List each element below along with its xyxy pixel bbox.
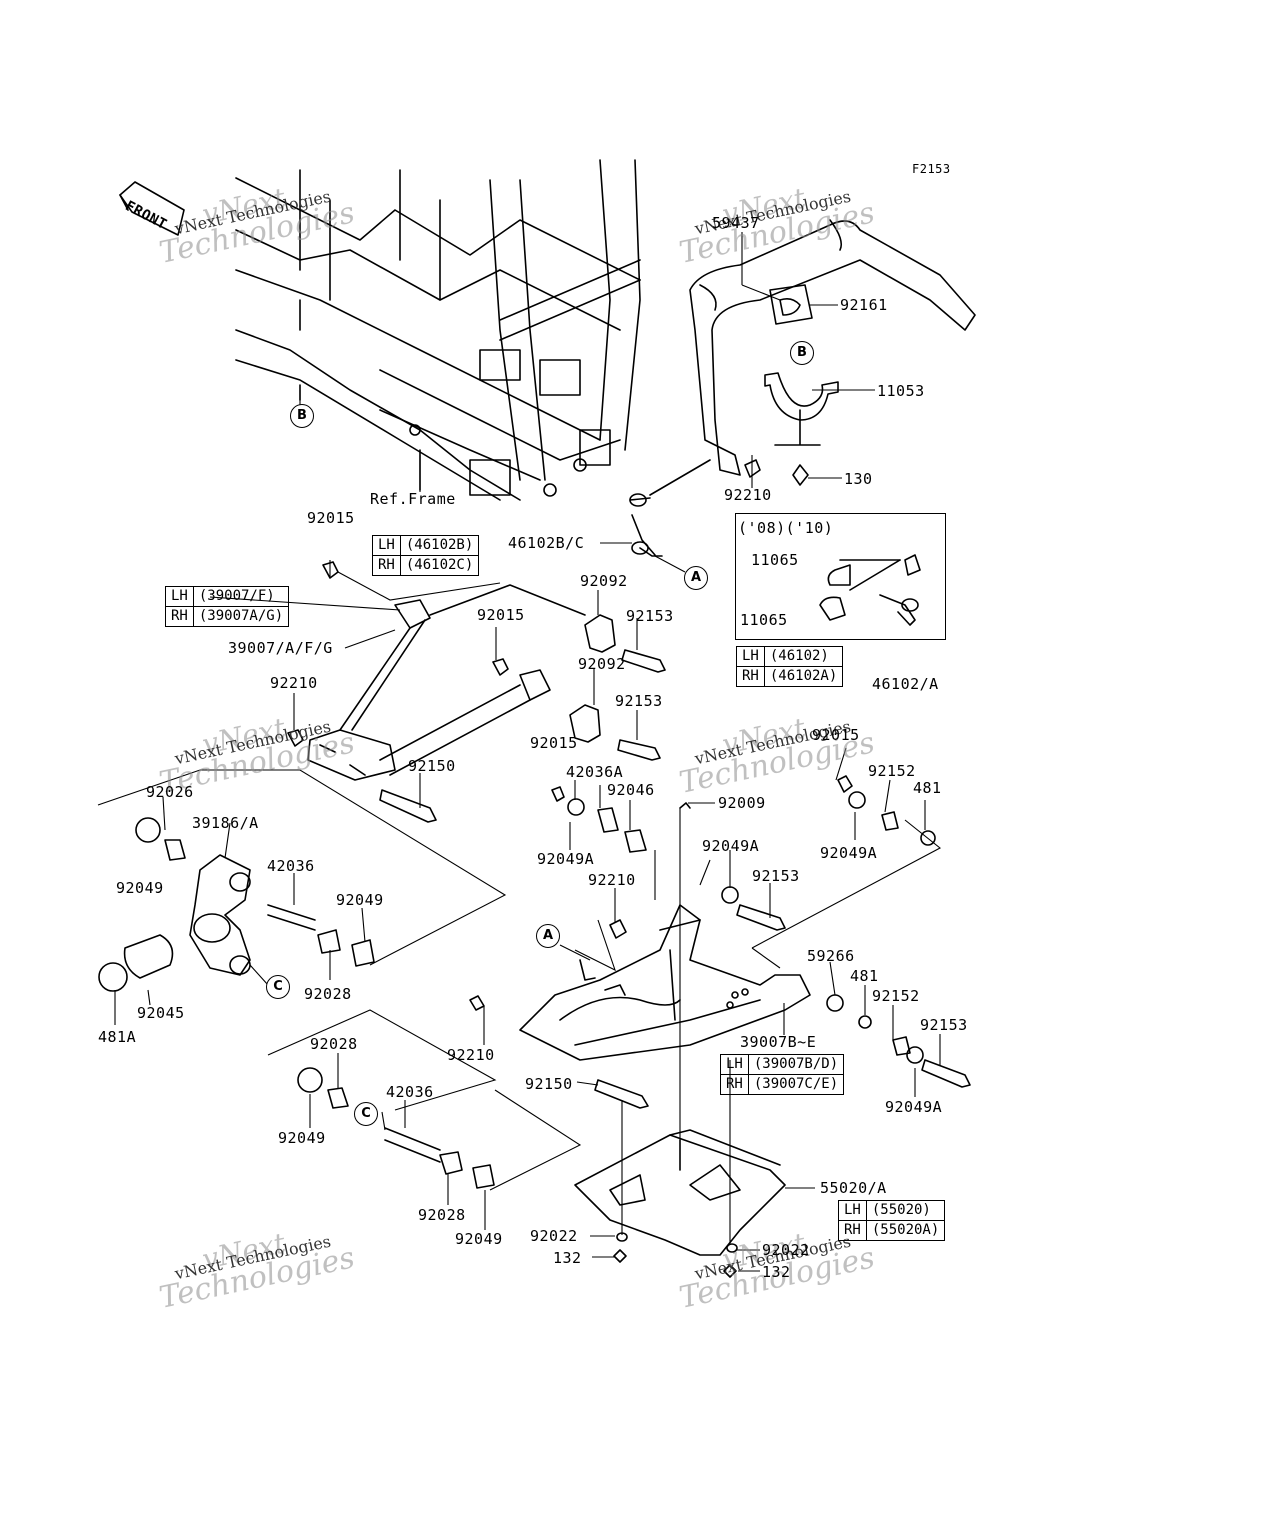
part-label: 92046 bbox=[607, 781, 655, 799]
part-label: 92049 bbox=[455, 1230, 503, 1248]
part-label: 42036A bbox=[566, 763, 624, 781]
part-label: 92152 bbox=[868, 762, 916, 780]
part-label: 92009 bbox=[718, 794, 766, 812]
part-label: 39007/A/F/G bbox=[228, 639, 333, 657]
part-label: 92210 bbox=[270, 674, 318, 692]
part-label: 92049 bbox=[278, 1129, 326, 1147]
part-label: 92150 bbox=[408, 757, 456, 775]
lower-a-arm-drawing bbox=[519, 904, 811, 1061]
part-label: 92210 bbox=[447, 1046, 495, 1064]
bushing-92092-a-drawing bbox=[584, 614, 616, 653]
part-label: 46102B/C bbox=[508, 534, 585, 552]
part-label: 39007B~E bbox=[740, 1033, 817, 1051]
frame-label: Ref.Frame bbox=[370, 490, 456, 508]
part-label: 481A bbox=[98, 1028, 137, 1046]
part-label: 11065 bbox=[751, 551, 799, 569]
table-39007b-e: LH(39007B/D) RH(39007C/E) bbox=[720, 1054, 845, 1095]
part-label: 92028 bbox=[418, 1206, 466, 1224]
stabilizer-bar-drawing bbox=[689, 219, 976, 476]
inset-link-drawing bbox=[819, 554, 921, 626]
part-label: 92153 bbox=[752, 867, 800, 885]
part-label: 92049A bbox=[537, 850, 595, 868]
knuckle-drawing bbox=[98, 817, 251, 992]
callout-a: A bbox=[536, 924, 560, 948]
part-label: 92022 bbox=[530, 1227, 578, 1245]
part-label: 92015 bbox=[530, 734, 578, 752]
part-label: 92015 bbox=[812, 726, 860, 744]
part-label: 92022 bbox=[762, 1241, 810, 1259]
part-label: 46102/A bbox=[872, 675, 939, 693]
callout-a: A bbox=[684, 566, 708, 590]
part-label: 59437 bbox=[712, 214, 760, 232]
part-label: 11065 bbox=[740, 611, 788, 629]
front-arrow-icon bbox=[119, 181, 185, 236]
inset-box bbox=[735, 513, 946, 640]
upper-a-arm-drawing bbox=[307, 584, 586, 781]
part-label: 92049 bbox=[336, 891, 384, 909]
part-label: 92045 bbox=[137, 1004, 185, 1022]
part-label: 11053 bbox=[877, 382, 925, 400]
bushing-drawing bbox=[769, 284, 813, 325]
part-label: 92026 bbox=[146, 783, 194, 801]
part-label: 92161 bbox=[840, 296, 888, 314]
part-label: 92015 bbox=[307, 509, 355, 527]
table-39007: LH(39007/F) RH(39007A/G) bbox=[165, 586, 290, 627]
table-46102b-c: LH(46102B) RH(46102C) bbox=[372, 535, 480, 576]
callout-b: B bbox=[790, 341, 814, 365]
part-label: 92049A bbox=[702, 837, 760, 855]
clamp-drawing bbox=[764, 372, 839, 421]
part-label: 92153 bbox=[626, 607, 674, 625]
frame-drawing bbox=[235, 159, 641, 501]
callout-c: C bbox=[354, 1102, 378, 1126]
part-label: 92150 bbox=[525, 1075, 573, 1093]
part-label: 130 bbox=[844, 470, 873, 488]
figure-code: F2153 bbox=[912, 162, 951, 176]
part-label: 92092 bbox=[578, 655, 626, 673]
part-label: 92092 bbox=[580, 572, 628, 590]
part-label: 55020/A bbox=[820, 1179, 887, 1197]
part-label: 92028 bbox=[304, 985, 352, 1003]
part-label: 92028 bbox=[310, 1035, 358, 1053]
part-label: 92152 bbox=[872, 987, 920, 1005]
part-label: 92153 bbox=[615, 692, 663, 710]
part-label: 92049A bbox=[820, 844, 878, 862]
part-label: 132 bbox=[553, 1249, 582, 1267]
part-label: 481 bbox=[850, 967, 879, 985]
table-55020: LH(55020) RH(55020A) bbox=[838, 1200, 946, 1241]
part-label: 42036 bbox=[386, 1083, 434, 1101]
part-label: 39186/A bbox=[192, 814, 259, 832]
callout-c: C bbox=[266, 975, 290, 999]
part-label: 92153 bbox=[920, 1016, 968, 1034]
part-label: 42036 bbox=[267, 857, 315, 875]
part-label: 481 bbox=[913, 779, 942, 797]
part-label: 132 bbox=[762, 1263, 791, 1281]
callout-b: B bbox=[290, 404, 314, 428]
bushing-92092-b-drawing bbox=[569, 704, 601, 743]
part-label: 59266 bbox=[807, 947, 855, 965]
table-46102: LH(46102) RH(46102A) bbox=[736, 646, 844, 687]
part-label: 92049A bbox=[885, 1098, 943, 1116]
part-label: 92015 bbox=[477, 606, 525, 624]
part-label: 92210 bbox=[724, 486, 772, 504]
part-label: 92210 bbox=[588, 871, 636, 889]
inset-years: ('08)('10) bbox=[738, 519, 834, 537]
part-label: 92049 bbox=[116, 879, 164, 897]
